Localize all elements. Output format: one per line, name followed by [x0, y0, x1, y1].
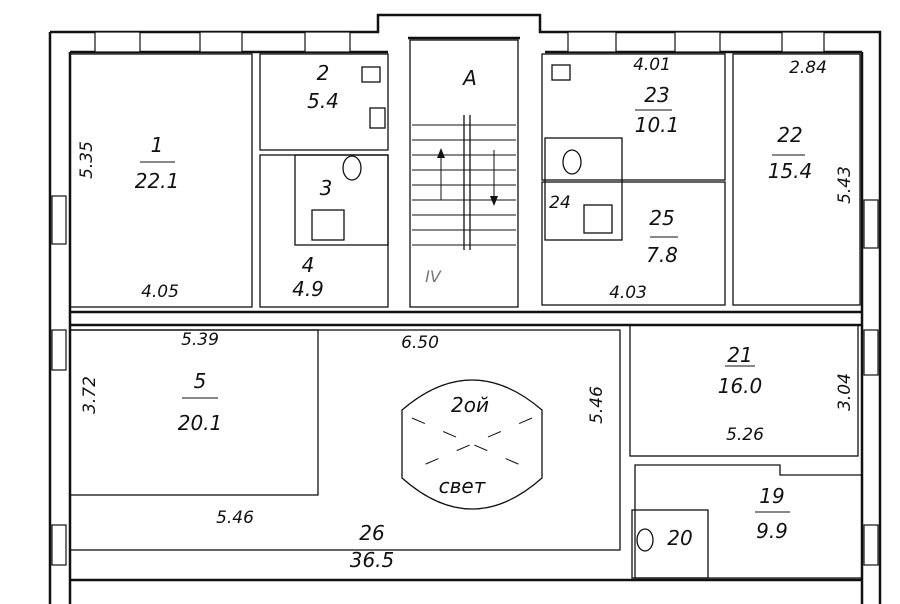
room-number: 4 [302, 253, 315, 277]
room-number: 21 [727, 343, 752, 367]
room-area: 4.9 [292, 277, 324, 301]
dimension-label: 5.39 [181, 330, 219, 350]
room-2: 25.4 [307, 61, 339, 113]
room-number: 23 [644, 83, 669, 107]
stair-arrow-icon [437, 148, 498, 206]
windows [51, 31, 879, 566]
room-area: 16.0 [718, 374, 763, 398]
room-area: 20.1 [178, 411, 223, 435]
room-21: 21 16.0 [718, 343, 763, 398]
dimension-label: 3.72 [80, 376, 100, 414]
outer-walls [48, 13, 882, 604]
light-well-label: 2ой [451, 393, 489, 417]
toilet-icon [636, 528, 654, 552]
stair-section-label: IV [425, 267, 442, 286]
room-number: 26 [359, 521, 384, 545]
room-5: 520.1 [178, 369, 223, 435]
room-25: 257.8 [646, 206, 678, 267]
room-22: 22 15.4 [768, 123, 813, 183]
light-well-label: свет [439, 474, 487, 498]
dimension-label: 4.05 [141, 282, 179, 302]
room-number: 20 [667, 526, 692, 550]
room-area: 10.1 [635, 113, 680, 137]
room-number: 1 [151, 133, 164, 157]
room-23: 23 10.1 [635, 83, 680, 137]
room-number: 3 [320, 176, 333, 200]
room-area: 36.5 [350, 548, 395, 572]
stove-icon [551, 64, 571, 81]
room-number: 22 [777, 123, 802, 147]
room-number: 25 [649, 206, 674, 230]
sink-icon [369, 107, 386, 129]
toilet-icon [342, 155, 362, 181]
room-19: 199.9 [755, 484, 790, 543]
bathtub-icon [311, 209, 345, 241]
room-area: 7.8 [646, 243, 678, 267]
room-number: 24 [549, 193, 571, 213]
dimension-label: 3.04 [835, 373, 855, 411]
dimension-label: 4.01 [633, 55, 671, 75]
room-number: 19 [759, 484, 784, 508]
room-24: 24 [549, 193, 571, 213]
dimension-label: 6.50 [401, 333, 439, 353]
room-3: 3 [320, 176, 333, 200]
stove-icon [361, 66, 381, 83]
room-number: 5 [194, 369, 207, 393]
room-area: 15.4 [768, 159, 813, 183]
dimension-label: 4.03 [609, 283, 647, 303]
room-20: 20 [667, 526, 692, 550]
dimension-label: 5.26 [726, 425, 764, 445]
dimension-label: 2.84 [789, 58, 827, 78]
room-walls [69, 39, 863, 579]
dimension-label: 5.46 [216, 508, 254, 528]
bathtub-icon [583, 204, 613, 234]
room-area: 9.9 [756, 519, 788, 543]
room-26: 26 36.5 [350, 521, 395, 572]
light-well [401, 379, 543, 510]
dimension-label: 5.46 [587, 386, 607, 424]
room-4: 44.9 [292, 253, 324, 301]
room-number: 2 [317, 61, 330, 85]
dimension-label: 5.43 [835, 166, 855, 204]
dimension-label: 5.35 [77, 141, 97, 179]
staircase [412, 115, 516, 250]
room-area: 5.4 [307, 89, 339, 113]
dimension-labels: 5.35 4.05 5.39 3.72 6.50 5.46 5.46 4.01 … [77, 55, 855, 528]
fixtures [311, 64, 654, 552]
room-1: 122.1 [135, 133, 180, 193]
toilet-icon [562, 149, 582, 175]
room-area: 22.1 [135, 169, 180, 193]
stair-label: A [461, 66, 477, 90]
